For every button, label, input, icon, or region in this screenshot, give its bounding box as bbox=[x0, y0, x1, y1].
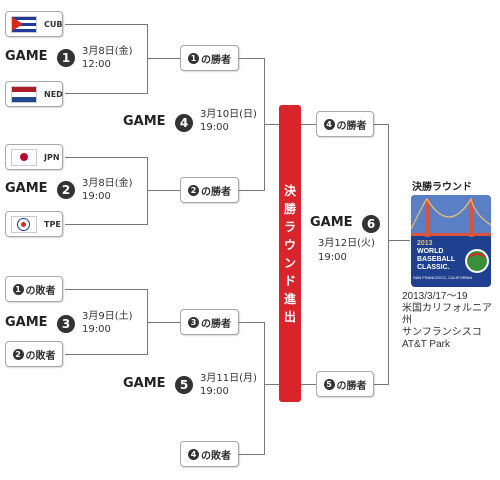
advance-char: 勝 bbox=[283, 201, 296, 216]
advance-char: 進 bbox=[283, 291, 296, 306]
team-code: NED bbox=[44, 89, 63, 99]
final-round-title: 決勝ラウンド bbox=[412, 182, 472, 193]
slot-label: の勝者 bbox=[336, 120, 367, 132]
team-cub: CUB bbox=[5, 11, 63, 37]
game-title: GAME bbox=[310, 215, 353, 230]
game-number: 6 bbox=[362, 215, 380, 233]
game-time: 19:00 bbox=[318, 252, 347, 263]
slot-number: 4 bbox=[323, 118, 335, 130]
team-tpe: TPE bbox=[5, 211, 63, 237]
logo-year: 2013 bbox=[417, 240, 433, 247]
slot-number: 5 bbox=[323, 378, 335, 390]
slot-number: 2 bbox=[12, 348, 24, 360]
game-title: GAME bbox=[5, 315, 48, 330]
slot-label: の勝者 bbox=[201, 186, 231, 198]
advance-char: 出 bbox=[283, 309, 296, 324]
golden-gate-bridge-icon bbox=[411, 195, 491, 273]
game-date: 3月9日(土) bbox=[82, 311, 133, 322]
slot-label: の敗者 bbox=[25, 350, 56, 362]
slot-label: の勝者 bbox=[336, 380, 367, 392]
advance-char: ラ bbox=[283, 219, 296, 234]
game-number: 5 bbox=[175, 376, 193, 394]
slot-number: 1 bbox=[12, 283, 24, 295]
wbc-logo: 2013 WORLD BASEBALL CLASSIC. SAN FRANCIS… bbox=[411, 195, 491, 287]
slot-label: の敗者 bbox=[201, 450, 231, 462]
final-dates: 2013/3/17～19 bbox=[402, 291, 468, 302]
game-title: GAME bbox=[5, 181, 48, 196]
final-venue: AT&T Park bbox=[402, 339, 450, 350]
game-time: 19:00 bbox=[82, 191, 111, 202]
game-number: 4 bbox=[175, 114, 193, 132]
game-date: 3月8日(金) bbox=[82, 46, 133, 57]
game-number: 3 bbox=[57, 315, 75, 333]
slot-number: 2 bbox=[188, 184, 199, 196]
team-code: JPN bbox=[44, 152, 60, 162]
advance-char: 決 bbox=[283, 183, 296, 198]
slot-number: 1 bbox=[188, 52, 199, 64]
final-city: サンフランシスコ bbox=[402, 327, 482, 338]
game-title: GAME bbox=[5, 49, 48, 64]
logo-line2: BASEBALL bbox=[417, 256, 456, 263]
slot-label: の敗者 bbox=[25, 285, 56, 297]
game-number: 1 bbox=[57, 49, 75, 67]
logo-line3: CLASSIC. bbox=[417, 264, 450, 271]
japan-flag-icon bbox=[11, 148, 37, 166]
game-date: 3月12日(火) bbox=[318, 238, 375, 249]
slot-number: 4 bbox=[188, 448, 199, 460]
game-date: 3月10日(日) bbox=[200, 109, 257, 120]
team-ned: NED bbox=[5, 81, 63, 107]
final-round-advance-bar: 決 勝 ラ ウ ン ド 進 出 bbox=[279, 105, 301, 402]
game-date: 3月11日(月) bbox=[200, 373, 257, 384]
game-title: GAME bbox=[123, 376, 166, 391]
team-code: CUB bbox=[44, 19, 63, 29]
advance-char: ウ bbox=[283, 237, 296, 252]
game-time: 19:00 bbox=[200, 386, 229, 397]
logo-line1: WORLD bbox=[417, 248, 444, 255]
game-time: 19:00 bbox=[200, 122, 229, 133]
logo-line4: SAN FRANCISCO, CALIFORNIA bbox=[413, 275, 473, 280]
chinese-taipei-flag-icon bbox=[11, 215, 37, 233]
game-time: 12:00 bbox=[82, 59, 111, 70]
team-jpn: JPN bbox=[5, 144, 63, 170]
slot-label: の勝者 bbox=[201, 54, 231, 66]
slot-label: の勝者 bbox=[201, 318, 231, 330]
advance-char: ド bbox=[283, 273, 296, 288]
final-place: 米国カリフォルニア州 bbox=[402, 303, 492, 326]
team-code: TPE bbox=[44, 219, 61, 229]
slot-number: 3 bbox=[188, 316, 199, 328]
game-title: GAME bbox=[123, 114, 166, 129]
game-date: 3月8日(金) bbox=[82, 178, 133, 189]
advance-char: ン bbox=[283, 255, 296, 270]
cuba-flag-icon bbox=[11, 15, 37, 33]
game-number: 2 bbox=[57, 181, 75, 199]
game-time: 19:00 bbox=[82, 324, 111, 335]
netherlands-flag-icon bbox=[11, 85, 37, 103]
